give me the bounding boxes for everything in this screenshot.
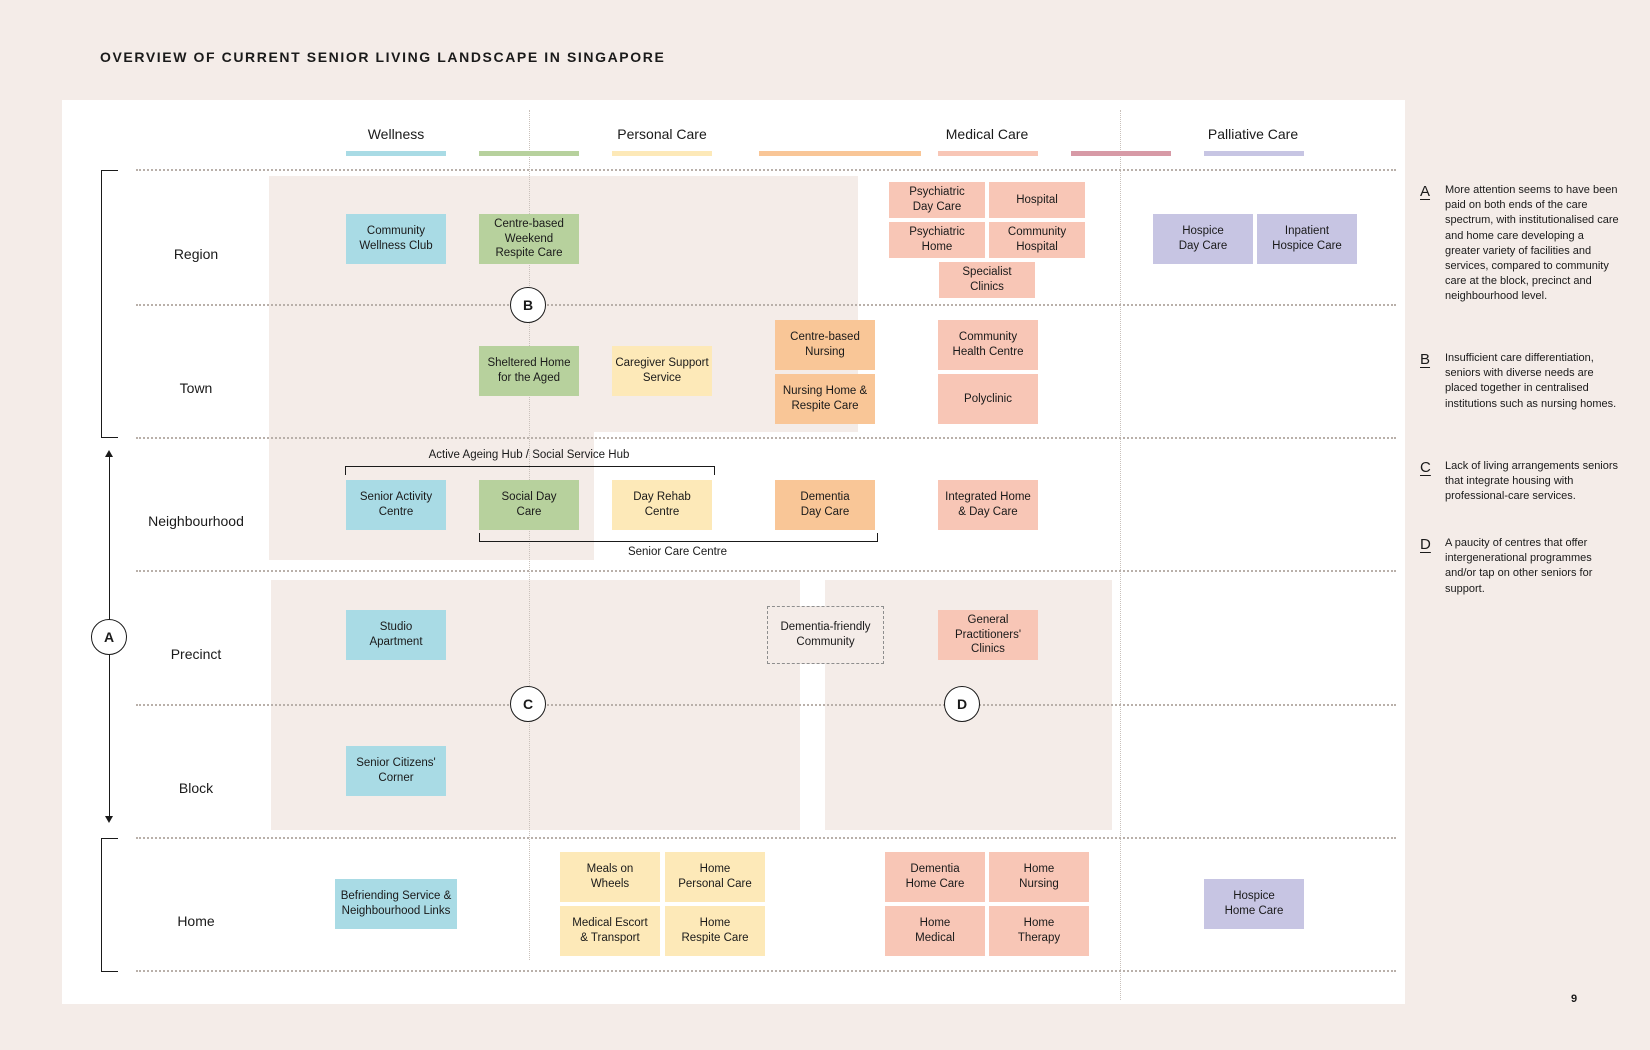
box-medical-escort-transport: Medical Escort & Transport — [560, 906, 660, 956]
column-header-wellness: Wellness — [367, 126, 425, 142]
box-centre-based-nursing: Centre-based Nursing — [775, 320, 875, 370]
box-psychiatric-home: Psychiatric Home — [889, 222, 985, 258]
box-home-personal-care: Home Personal Care — [665, 852, 765, 902]
diagram-panel: Wellness Personal Care Medical Care Pall… — [62, 100, 1405, 1004]
box-home-therapy: Home Therapy — [989, 906, 1089, 956]
row-label-region: Region — [173, 246, 219, 262]
column-header-personal-care: Personal Care — [617, 126, 707, 142]
row-label-neighbourhood: Neighbourhood — [148, 513, 244, 529]
arrow-down-head — [105, 816, 113, 823]
box-home-respite-care: Home Respite Care — [665, 906, 765, 956]
box-social-day-care: Social Day Care — [479, 480, 579, 530]
box-psychiatric-day-care: Psychiatric Day Care — [889, 182, 985, 218]
guide-vertical — [529, 110, 530, 960]
note-text: Insufficient care differentiation, senio… — [1445, 352, 1617, 410]
row-separator — [136, 169, 1396, 171]
row-separator — [136, 437, 1396, 439]
band-personal-care-3 — [759, 151, 921, 156]
note-text: Lack of living arrangements seniors that… — [1445, 460, 1619, 503]
marker-d: D — [944, 686, 980, 722]
marker-b: B — [510, 287, 546, 323]
band-medical-to-palliative — [1071, 151, 1171, 156]
note-letter: C — [1420, 459, 1431, 476]
note-letter: A — [1420, 183, 1431, 200]
band-wellness — [346, 151, 446, 156]
column-header-medical-care: Medical Care — [945, 126, 1029, 142]
row-separator — [136, 570, 1396, 572]
guide-vertical — [1120, 110, 1121, 1000]
bracket-active-ageing-hub — [345, 466, 715, 475]
box-integrated-home-day-care: Integrated Home & Day Care — [938, 480, 1038, 530]
box-polyclinic: Polyclinic — [938, 374, 1038, 424]
marker-a: A — [91, 619, 127, 655]
row-label-precinct: Precinct — [170, 646, 222, 662]
box-studio-apartment: Studio Apartment — [346, 610, 446, 660]
row-label-town: Town — [179, 380, 213, 396]
page-title: OVERVIEW OF CURRENT SENIOR LIVING LANDSC… — [100, 49, 666, 65]
box-caregiver-support-service: Caregiver Support Service — [612, 346, 712, 396]
box-hospital: Hospital — [989, 182, 1085, 218]
marker-c: C — [510, 686, 546, 722]
box-nursing-home-respite-care: Nursing Home & Respite Care — [775, 374, 875, 424]
page-number: 9 — [1571, 993, 1578, 1005]
box-specialist-clinics: Specialist Clinics — [939, 262, 1035, 298]
box-general-practitioners-clinics: General Practitioners' Clinics — [938, 610, 1038, 660]
band-personal-care-1 — [479, 151, 579, 156]
box-senior-citizens-corner: Senior Citizens' Corner — [346, 746, 446, 796]
arrow-up-head — [105, 450, 113, 457]
box-community-health-centre: Community Health Centre — [938, 320, 1038, 370]
note-letter: B — [1420, 351, 1431, 368]
row-separator — [136, 704, 1396, 706]
box-dementia-friendly-community: Dementia-friendly Community — [767, 606, 884, 664]
box-community-wellness-club: Community Wellness Club — [346, 214, 446, 264]
box-senior-activity-centre: Senior Activity Centre — [346, 480, 446, 530]
box-hospice-day-care: Hospice Day Care — [1153, 214, 1253, 264]
row-label-home: Home — [177, 913, 215, 929]
row-label-block: Block — [178, 780, 214, 796]
box-day-rehab-centre: Day Rehab Centre — [612, 480, 712, 530]
box-dementia-day-care: Dementia Day Care — [775, 480, 875, 530]
box-hospice-home-care: Hospice Home Care — [1204, 879, 1304, 929]
box-meals-on-wheels: Meals on Wheels — [560, 852, 660, 902]
box-home-medical: Home Medical — [885, 906, 985, 956]
note-text: A paucity of centres that offer intergen… — [1445, 537, 1593, 595]
band-medical-care — [938, 151, 1038, 156]
box-sheltered-home: Sheltered Home for the Aged — [479, 346, 579, 396]
note-text: More attention seems to have been paid o… — [1445, 184, 1619, 303]
bracket-home — [101, 838, 118, 972]
bracket-senior-care-centre — [479, 533, 878, 542]
box-befriending-service: Befriending Service & Neighbourhood Link… — [335, 879, 457, 929]
band-personal-care-2 — [612, 151, 712, 156]
label-active-ageing-hub: Active Ageing Hub / Social Service Hub — [428, 449, 630, 461]
bracket-institutional — [101, 170, 118, 438]
note-letter: D — [1420, 536, 1431, 553]
band-palliative-care — [1204, 151, 1304, 156]
box-community-hospital: Community Hospital — [989, 222, 1085, 258]
box-home-nursing: Home Nursing — [989, 852, 1089, 902]
label-senior-care-centre: Senior Care Centre — [627, 546, 728, 558]
box-inpatient-hospice-care: Inpatient Hospice Care — [1257, 214, 1357, 264]
row-separator — [136, 837, 1396, 839]
row-separator — [136, 304, 1396, 306]
column-header-palliative-care: Palliative Care — [1207, 126, 1299, 142]
box-dementia-home-care: Dementia Home Care — [885, 852, 985, 902]
row-separator — [136, 970, 1396, 972]
box-centre-based-weekend-respite-care: Centre-based Weekend Respite Care — [479, 214, 579, 264]
